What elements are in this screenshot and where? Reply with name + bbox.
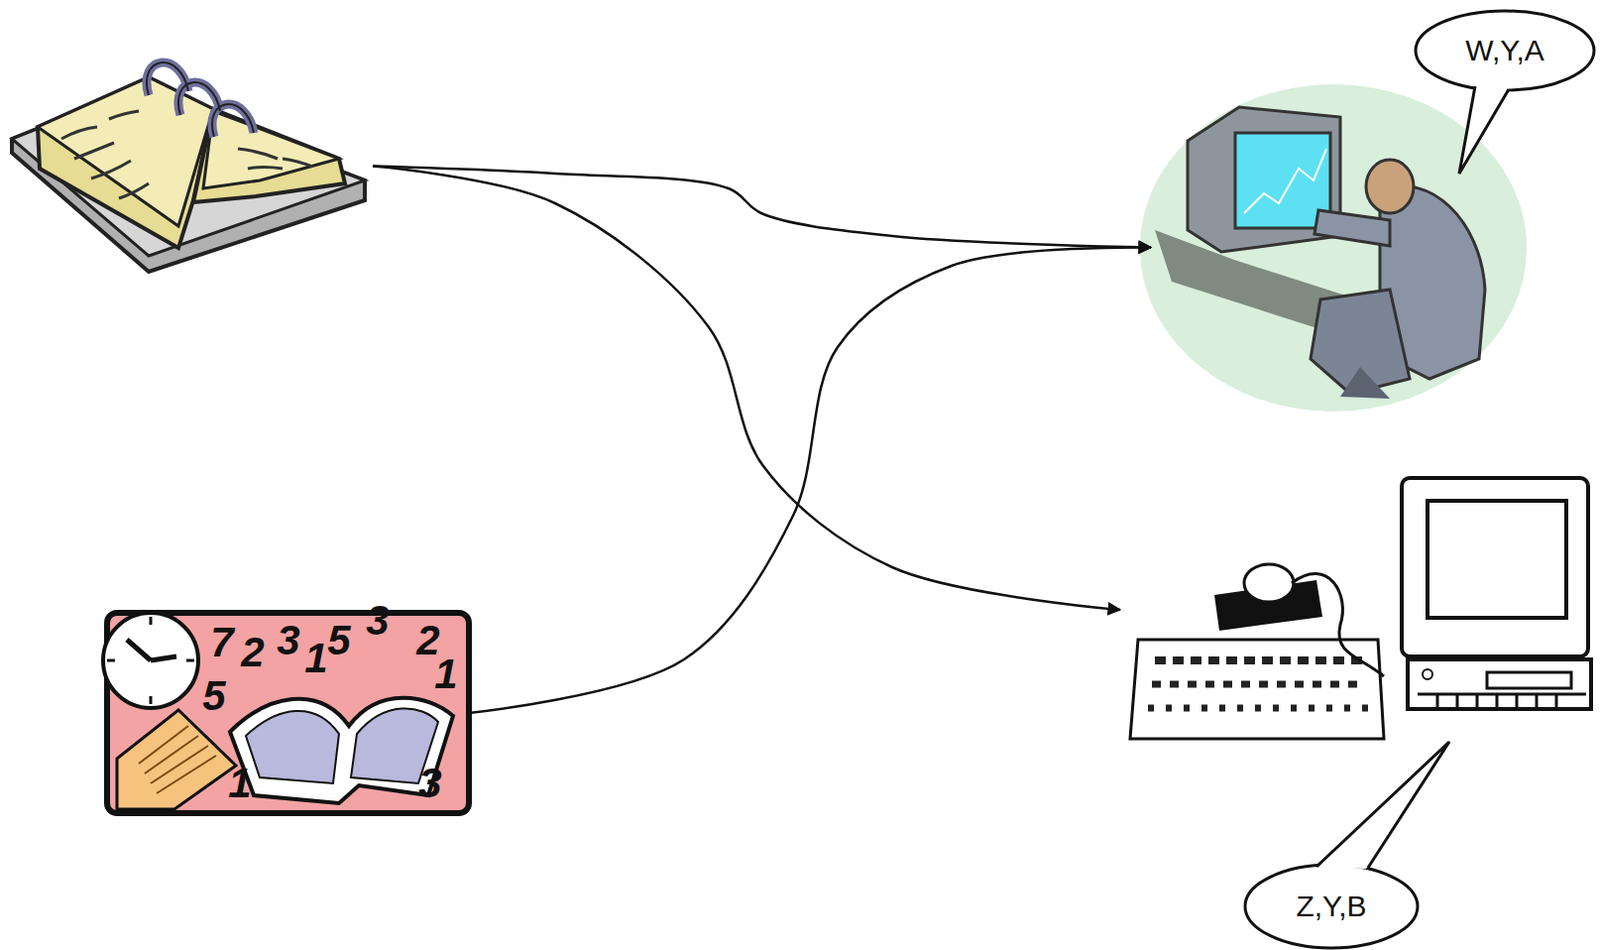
schedule-clipart-part — [245, 710, 340, 784]
decor-number: 7 — [210, 621, 233, 664]
decor-number: 5 — [202, 675, 226, 717]
bubble-text: Z,Y,B — [1295, 891, 1367, 921]
computer-illustration-part — [1244, 564, 1294, 602]
computer-illustration-part — [1154, 656, 1364, 665]
computer-illustration-part — [1422, 669, 1433, 680]
decor-number: 2 — [240, 631, 264, 674]
schedule-clipart-part — [107, 616, 195, 704]
decor-number: 1 — [228, 762, 251, 804]
analyst-illustration-part — [1244, 148, 1327, 214]
decor-number: 5 — [327, 619, 350, 662]
binder-node — [9, 56, 373, 276]
analyst-illustration-part — [1235, 132, 1331, 229]
bubble-text: W,Y,A — [1465, 35, 1544, 66]
clipart-node: 72315321513 — [107, 612, 469, 813]
binder-illustration-part — [37, 77, 214, 227]
computer-illustration-part — [1291, 573, 1384, 677]
computer-node: Z,Y,B — [1122, 468, 1593, 740]
computer-illustration-part — [1407, 659, 1592, 709]
speech-bubble-part — [1415, 10, 1595, 91]
speech-bubble — [1245, 741, 1450, 948]
binder-illustration-part — [146, 62, 254, 137]
schedule-clipart-part — [103, 612, 199, 708]
computer-illustration-part — [1401, 477, 1589, 657]
computer-illustration-part — [1417, 693, 1587, 709]
computer-illustration-part — [1147, 704, 1369, 712]
analyst-illustration-part — [1140, 84, 1527, 412]
computer-illustration-part — [1486, 672, 1572, 688]
decor-number: 1 — [304, 637, 328, 680]
flow-arrow — [468, 246, 1151, 713]
speech-bubble-part — [1245, 864, 1418, 948]
analyst-illustration-part — [1366, 159, 1414, 214]
schedule-clipart-part — [116, 709, 236, 809]
speech-bubble-part — [1459, 85, 1509, 174]
schedule-clipart-part — [229, 697, 454, 803]
binder-illustration-part — [37, 77, 214, 248]
decor-number: 1 — [434, 653, 458, 695]
computer-illustration-part — [1130, 639, 1384, 739]
binder-illustration — [11, 62, 365, 272]
binder-illustration-part — [237, 148, 313, 169]
analyst-illustration-part — [1340, 366, 1390, 399]
computer-illustration — [1130, 477, 1592, 739]
computer-illustration-part — [1427, 500, 1567, 618]
decor-number: 3 — [418, 762, 442, 804]
binder-illustration-part — [61, 111, 149, 199]
analyst-illustration-part — [1314, 210, 1390, 246]
flow-arrow — [372, 166, 1121, 610]
decor-number: 3 — [365, 599, 389, 642]
computer-illustration-part — [1151, 681, 1367, 688]
schedule-clipart-part — [126, 639, 177, 661]
analyst-node: W,Y,A — [1152, 86, 1521, 409]
schedule-clipart — [103, 612, 469, 813]
speech-bubble-part — [1459, 86, 1509, 174]
decor-number: 3 — [276, 619, 300, 662]
speech-bubble — [1415, 10, 1595, 174]
speech-bubble-part — [1316, 741, 1450, 868]
schedule-clipart-part — [138, 725, 217, 794]
binder-illustration-part — [203, 111, 340, 189]
analyst-illustration — [1140, 84, 1527, 412]
flow-arrow — [372, 166, 1151, 248]
